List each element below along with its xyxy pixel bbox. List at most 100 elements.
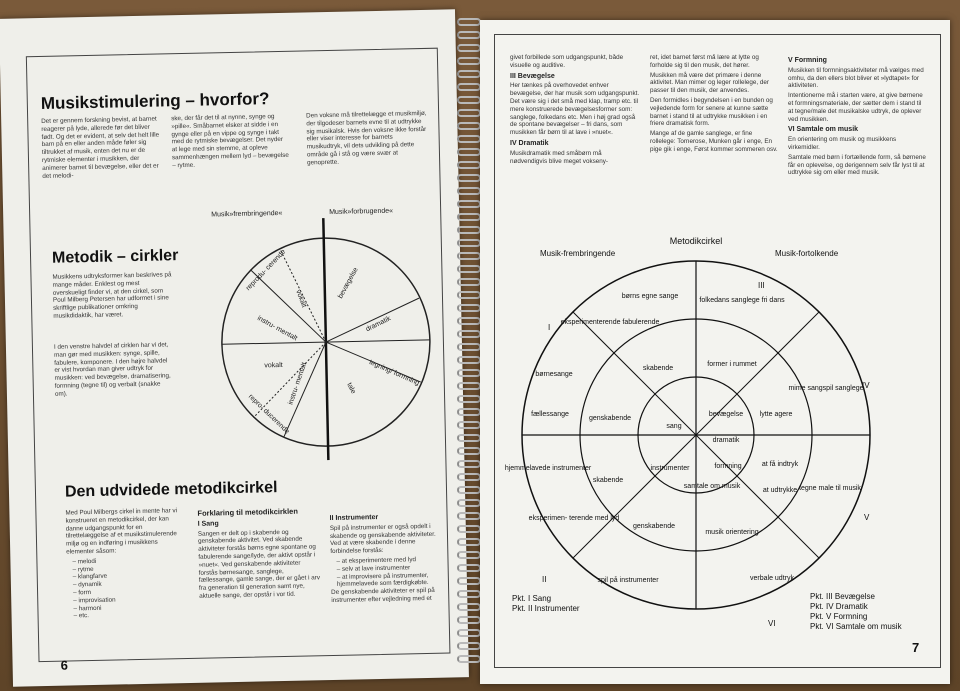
sector-vokalt-top: vokalt [294, 289, 307, 309]
right-column-1: givet forbillede som udgangspunkt, både … [510, 54, 640, 250]
legend-item: Pkt. VI Samtale om musik [810, 622, 902, 631]
page-number-right: 7 [912, 640, 920, 655]
middle-musik-orientering: musik orientering [705, 529, 758, 536]
forklaring-title: Forklaring til metodikcirklen [197, 506, 298, 518]
inner-samtale: samtale om musik [684, 483, 741, 490]
spiral-ring [457, 369, 481, 377]
spiral-ring [457, 642, 481, 650]
sector-tale: tale [345, 382, 356, 395]
spiral-ring [457, 486, 481, 494]
middle-at-faa-indtryk: at få indtryk [762, 460, 799, 468]
dramatik-text: Musikdramatik med småbørn må nødvendigvi… [510, 149, 608, 165]
sang-text: Sangen er delt op i skabende og genskabe… [197, 528, 321, 600]
spiral-ring [457, 304, 481, 312]
spiral-ring [457, 161, 481, 169]
outer-verbale-udtryk: verbale udtryk [750, 575, 794, 582]
inner-dramatik: dramatik [713, 437, 740, 444]
forklaring-column: Forklaring til metodikcirklen I Sang San… [197, 504, 322, 643]
outer-tegne-male: tegne male til musik [799, 485, 861, 492]
legend-left: Pkt. I Sang Pkt. II Instrumenter [512, 594, 632, 618]
outer-faellessange: fællessange [531, 411, 569, 418]
right-page-frame [494, 34, 941, 668]
spiral-ring [457, 226, 481, 234]
legend-item: Pkt. V Formning [810, 612, 868, 621]
middle-lytte-agere: lytte agere [760, 411, 793, 418]
instrumenter-column: II Instrumenter Spil på instrumenter er … [329, 510, 444, 640]
spiral-ring [457, 421, 481, 429]
middle-at-udtrykke: at udtrykke [763, 487, 797, 494]
metodik-text-2: I den venstre halvdel af cirklen har vi … [53, 341, 171, 398]
spiral-ring [457, 317, 481, 325]
right-column-3: V Formning Musikken til formningsaktivit… [788, 54, 926, 250]
col2-text-3: Den formidles i begyndelsen i en bunden … [650, 96, 773, 128]
spiral-ring [457, 265, 481, 273]
spiral-ring [457, 512, 481, 520]
sector-dramatik: dramatik [365, 315, 393, 333]
spiral-ring [457, 174, 481, 182]
spiral-ring [457, 629, 481, 637]
sector-bevaegelse: bevægelse [337, 266, 360, 299]
intro-column-1: Det er gennem forskning bevist, at barne… [41, 115, 160, 180]
spiral-ring [457, 239, 481, 247]
outer-boerns-egne-sange: børns egne sange [622, 293, 679, 300]
right-column-2: ret, idet barnet først må lære at lytte … [650, 54, 778, 250]
spiral-ring [457, 525, 481, 533]
roman-iii: III [758, 281, 765, 290]
instrumenter-text-2: De genskabende aktiviteter er spil på in… [331, 587, 435, 604]
spiral-ring [457, 57, 481, 65]
legend-item: Pkt. II Instrumenter [512, 604, 580, 613]
diagram-title: Metodikcirkel [670, 236, 723, 246]
outer-eksperimenterende-med-lyd: eksperimen- terende med lyd [529, 515, 620, 522]
intro-column-2: ske, der får det til at nynne, synge og … [171, 113, 289, 170]
spiral-ring [457, 213, 481, 221]
circle-radius-r1 [325, 297, 420, 343]
sector-tegning-formning: tegning/ formning [368, 359, 420, 387]
formning-title: V Formning [788, 57, 827, 64]
metodikcirkel-diagram: Metodikcirkel Musik-frembringende Musik-… [505, 236, 871, 628]
outer-hjemmelavede-instrumenter: hjemmelavede instrumenter [505, 465, 592, 472]
spiral-ring [457, 18, 481, 26]
legend-item: Pkt. III Bevægelse [810, 592, 875, 601]
bevaegelse-title: III Bevægelse [510, 72, 555, 80]
spiral-ring [457, 70, 481, 78]
spiral-ring [457, 252, 481, 260]
sector-vokalt-bottom: vokalt [264, 362, 282, 369]
middle-former-i-rummet: former i rummet [707, 361, 756, 368]
left-page: Musikstimulering – hvorfor? Det er genne… [0, 9, 469, 687]
spiral-ring [457, 200, 481, 208]
udvidede-column: Med Poul Milbergs cirkel in mente har vi… [65, 507, 188, 645]
samtale-text-2: Samtale med børn i fortællende form, så … [788, 153, 926, 177]
spiral-ring [457, 590, 481, 598]
spiral-ring [457, 538, 481, 546]
spiral-ring [457, 473, 481, 481]
right-col1-text: givet forbillede som udgangspunkt, både … [510, 54, 624, 69]
spiral-ring [457, 96, 481, 104]
metodik-text: Musikkens udtryksformer kan beskrives på… [52, 271, 172, 320]
samtale-title: VI Samtale om musik [788, 126, 859, 134]
spiral-ring [457, 655, 481, 663]
inner-instrumenter: instrumenter [651, 465, 691, 472]
spiral-ring [457, 278, 481, 286]
roman-v: V [864, 513, 870, 522]
instrumenter-title: II Instrumenter [329, 514, 379, 523]
spiral-ring [457, 83, 481, 91]
spiral-ring [457, 434, 481, 442]
spiral-ring [457, 356, 481, 364]
title-metodik-cirkler: Metodik – cirkler [51, 247, 179, 267]
roman-vi: VI [768, 619, 776, 628]
inner-sang: sang [666, 423, 681, 430]
roman-ii: II [542, 575, 546, 584]
spiral-ring [457, 616, 481, 624]
circle-radius-ul [250, 269, 327, 343]
formning-text: Musikken til formningsaktiviteter må væl… [788, 66, 924, 90]
circle-radius-ll-dashed [253, 341, 327, 418]
col2-text-2: Musikken må være det primære i denne akt… [650, 71, 769, 95]
spiral-ring [457, 109, 481, 117]
circle-radius-ul-dashed [279, 248, 327, 343]
spiral-ring [457, 343, 481, 351]
samtale-text: En orientering om musik og musikkens vir… [788, 136, 897, 151]
circle-label-left: Musik»frembringende« [211, 210, 282, 218]
circle-radius-ll [283, 341, 327, 438]
spiral-ring [457, 31, 481, 39]
udvidede-text: Med Poul Milbergs cirkel in mente har vi… [65, 507, 178, 556]
